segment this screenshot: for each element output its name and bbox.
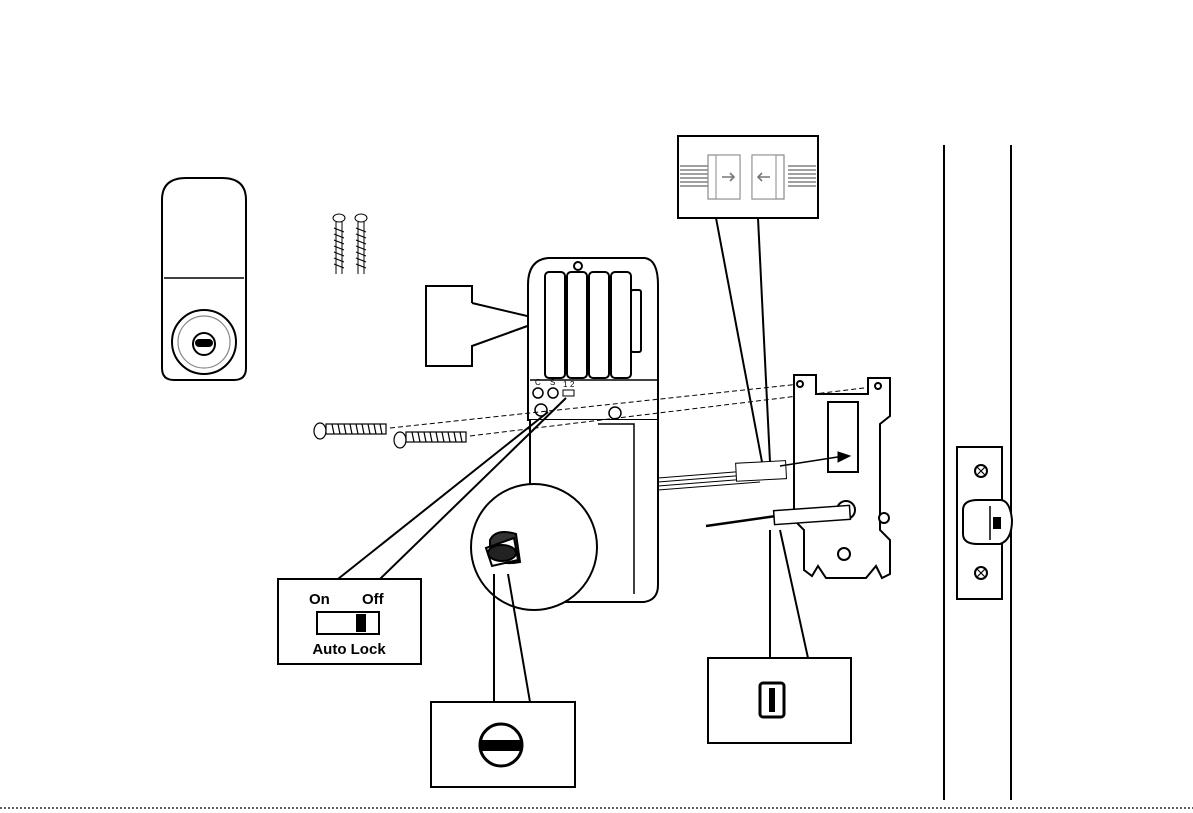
auto-lock-dip	[563, 390, 574, 396]
mounting-plate	[794, 375, 890, 578]
exterior-keypad-front-view	[162, 178, 246, 380]
auto-lock-switch	[317, 612, 379, 634]
c-button	[533, 388, 543, 398]
auto-lock-off-label: Off	[362, 591, 385, 608]
through-bolts	[314, 423, 466, 448]
auto-lock-caption: Auto Lock	[312, 641, 386, 658]
dip-label-2: 2	[570, 380, 575, 389]
mounting-screws-pair	[333, 214, 367, 274]
auto-lock-on-label: On	[309, 591, 330, 608]
latch-faceplate	[957, 447, 1012, 599]
auto-lock-switch-knob	[356, 614, 366, 632]
battery-callout	[426, 286, 544, 366]
dip-label-1: 1	[563, 380, 568, 389]
dip-label-c: C	[535, 378, 541, 387]
interior-knob	[471, 484, 597, 610]
batteries	[545, 272, 641, 378]
s-button	[548, 388, 558, 398]
dip-label-s: S	[550, 378, 555, 387]
